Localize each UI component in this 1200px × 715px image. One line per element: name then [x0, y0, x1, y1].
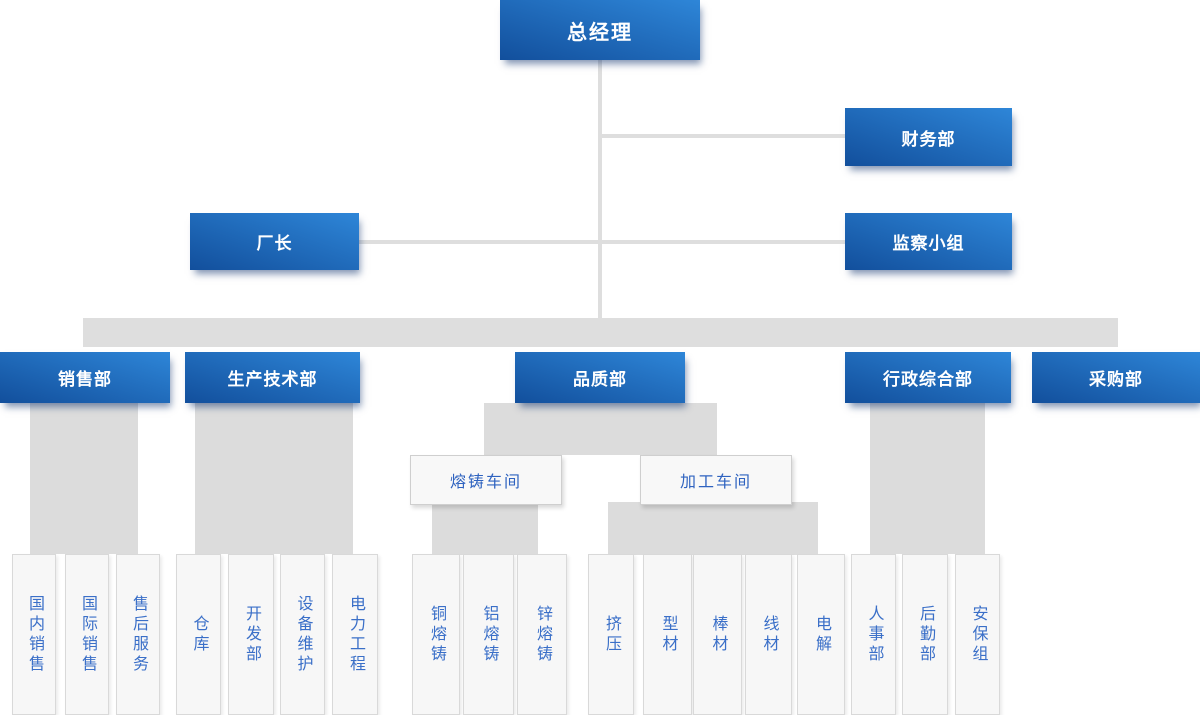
node-power-engineering: 电力工程 [332, 554, 378, 715]
connector-row2-horizontal [359, 240, 845, 244]
node-logistics-dept: 后勤部 [902, 554, 948, 715]
node-processing-workshop: 加工车间 [640, 455, 792, 505]
node-purchasing-dept: 采购部 [1032, 352, 1200, 403]
node-after-sales-service: 售后服务 [116, 554, 160, 715]
connector-trunk-processing [608, 502, 818, 555]
node-supervision-group: 监察小组 [845, 213, 1012, 270]
node-domestic-sales: 国内销售 [12, 554, 56, 715]
node-zinc-casting: 锌熔铸 [517, 554, 567, 715]
node-quality-dept: 品质部 [515, 352, 685, 403]
node-bar-material: 棒材 [693, 554, 742, 715]
node-wire-material: 线材 [745, 554, 792, 715]
connector-trunk-quality [484, 403, 717, 455]
node-factory-director: 厂长 [190, 213, 359, 270]
node-extrusion: 挤压 [588, 554, 634, 715]
node-aluminum-casting: 铝熔铸 [463, 554, 514, 715]
node-international-sales: 国际销售 [65, 554, 109, 715]
node-production-tech-dept: 生产技术部 [185, 352, 360, 403]
node-sales-dept: 销售部 [0, 352, 170, 403]
node-casting-workshop: 熔铸车间 [410, 455, 562, 505]
connector-trunk-sales [30, 403, 138, 554]
connector-bus-bar [83, 318, 1118, 347]
node-profile-material: 型材 [643, 554, 692, 715]
node-electrolysis: 电解 [797, 554, 845, 715]
node-hr-dept: 人事部 [851, 554, 896, 715]
connector-trunk-admin [870, 403, 985, 554]
node-equipment-maintenance: 设备维护 [280, 554, 325, 715]
node-security-group: 安保组 [955, 554, 1000, 715]
connector-trunk-production [195, 403, 353, 554]
node-warehouse: 仓库 [176, 554, 221, 715]
node-copper-casting: 铜熔铸 [412, 554, 460, 715]
node-development-dept: 开发部 [228, 554, 274, 715]
connector-center-vertical [598, 60, 602, 318]
node-admin-dept: 行政综合部 [845, 352, 1011, 403]
connector-finance-horizontal [602, 134, 845, 138]
node-finance-dept: 财务部 [845, 108, 1012, 166]
node-general-manager: 总经理 [500, 0, 700, 60]
connector-trunk-casting [432, 502, 538, 555]
